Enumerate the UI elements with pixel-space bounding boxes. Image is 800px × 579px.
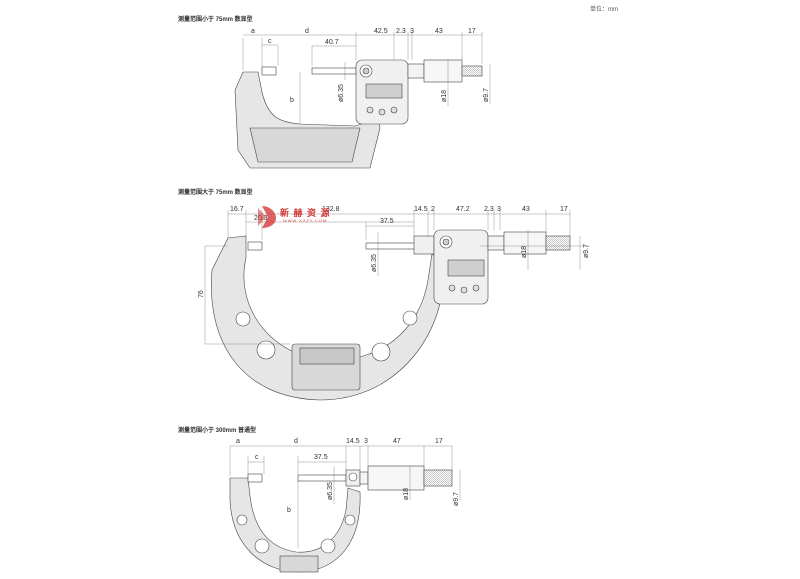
dim-sleeve-1: ø18	[441, 90, 448, 102]
dim-c-1: c	[268, 38, 272, 45]
dim-2-3: 2.3	[396, 28, 406, 35]
dim-40-7: 40.7	[325, 39, 339, 46]
dim-d-3: d	[294, 438, 298, 445]
dim-d-1: d	[305, 28, 309, 35]
dim-3: 3	[410, 28, 414, 35]
dim-3b: 3	[497, 206, 501, 213]
section-title-1: 测量范围小于 75mm 数显型	[178, 17, 253, 23]
dim-3c: 3	[364, 438, 368, 445]
dim-thimble-3: ø9.7	[453, 492, 460, 506]
section-title-3: 测量范围小于 300mm 普通型	[178, 428, 257, 434]
dim-b-3: b	[287, 507, 291, 514]
micrometer-1	[234, 32, 491, 169]
dim-17: 17	[468, 28, 476, 35]
dims-1: a c d 40.7 42.5 2.3 3 43 17 b ø6.35 ø18 …	[251, 28, 490, 104]
dim-43: 43	[435, 28, 443, 35]
dim-47-2: 47.2	[456, 206, 470, 213]
dim-spindle-3: ø6.35	[327, 482, 334, 500]
dim-37-5c: 37.5	[314, 454, 328, 461]
dim-17c: 17	[435, 438, 443, 445]
dim-a-1: a	[251, 28, 255, 35]
unit-label: 单位：mm	[590, 7, 618, 13]
watermark-url: WWW.XZZY.COM	[283, 218, 328, 223]
dim-a-3: a	[236, 438, 240, 445]
dim-spindle-1: ø6.35	[338, 84, 345, 102]
dim-16-7: 16.7	[230, 206, 244, 213]
dim-37-5: 37.5	[380, 218, 394, 225]
dim-thimble-1: ø9.7	[483, 88, 490, 102]
watermark-text: 新 赫 资 源	[280, 208, 331, 218]
dim-thimble-2: ø9.7	[583, 244, 590, 258]
dim-42-5: 42.5	[374, 28, 388, 35]
dim-b-1: b	[290, 97, 294, 104]
dim-sleeve-2: ø18	[521, 246, 528, 258]
dim-2: 2	[431, 206, 435, 213]
micrometer-3	[229, 445, 461, 573]
dims-3: a c d 37.5 14.5 3 47 17 b ø6.35 ø18 ø9.7	[236, 438, 460, 514]
dim-2-3b: 2.3	[484, 206, 494, 213]
dim-47: 47	[393, 438, 401, 445]
watermark-logo-icon	[258, 206, 276, 228]
dim-43b: 43	[522, 206, 530, 213]
dim-c-3: c	[255, 454, 259, 461]
dim-sleeve-3: ø18	[403, 488, 410, 500]
dim-14-5c: 14.5	[346, 438, 360, 445]
dim-14-5: 14.5	[414, 206, 428, 213]
micrometer-2	[204, 210, 590, 401]
dim-spindle-2: ø6.35	[371, 254, 378, 272]
dim-17b: 17	[560, 206, 568, 213]
dim-132-8: 132.8	[322, 206, 340, 213]
section-title-2: 测量范围大于 75mm 数显型	[178, 190, 253, 196]
dim-76: 76	[198, 290, 205, 298]
